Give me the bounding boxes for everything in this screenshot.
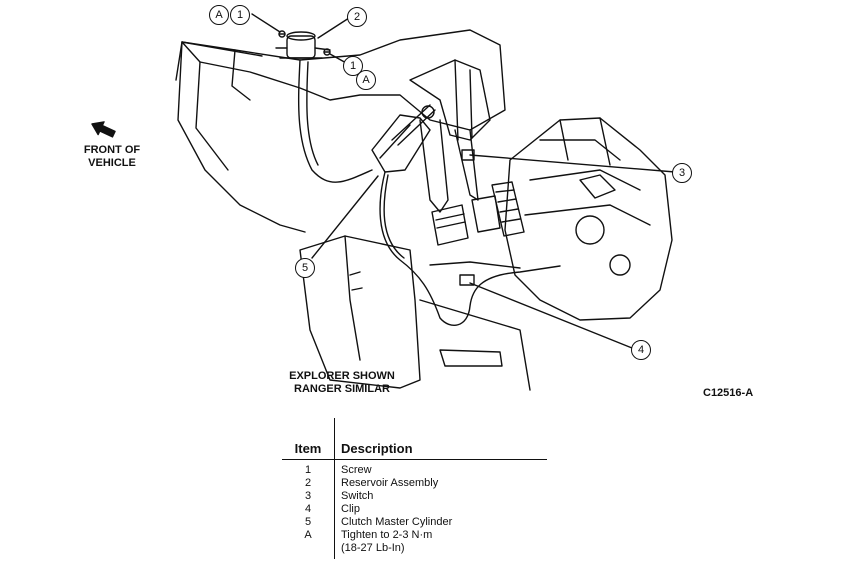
legend-item-number: 1: [282, 459, 335, 477]
callout-2: 2: [347, 7, 367, 27]
leader-1-top: [251, 13, 281, 33]
screw-right: [323, 48, 331, 56]
frame-rail: [299, 235, 421, 389]
caption-line-2: RANGER SIMILAR: [294, 383, 390, 395]
callout-1-right: 1: [343, 56, 363, 76]
reservoir-hose: [297, 59, 373, 183]
brake-pedal: [454, 129, 501, 233]
front-label-line-2: VEHICLE: [88, 157, 136, 169]
legend-header-description: Description: [341, 441, 413, 456]
legend-row: 5 Clutch Master Cylinder: [282, 516, 547, 529]
transmission: [504, 117, 673, 321]
legend-header-item: Item: [282, 418, 335, 460]
legend-item-description: Reservoir Assembly: [341, 477, 439, 489]
callout-4: 4: [631, 340, 651, 360]
front-direction-arrow-icon: [91, 121, 116, 138]
callout-3: 3: [672, 163, 692, 183]
hydraulic-line: [379, 171, 561, 326]
figure-code: C12516-A: [703, 387, 754, 399]
legend-item-number: 5: [282, 516, 335, 529]
reservoir-assembly: [275, 31, 331, 59]
legend-item-description: Tighten to 2-3 N·m (18-27 Lb-In): [335, 529, 548, 559]
pedal-bracket: [409, 59, 491, 141]
legend-torque-line-2: (18-27 Lb-In): [341, 542, 405, 554]
callout-a-right: A: [356, 70, 376, 90]
figure-caption: EXPLORER SHOWN RANGER SIMILAR: [262, 370, 422, 396]
line-clip: [459, 274, 475, 286]
callout-1-top: 1: [230, 5, 250, 25]
legend-item-description: Screw: [341, 464, 372, 476]
callout-5: 5: [295, 258, 315, 278]
front-label-line-1: FRONT OF: [83, 144, 141, 156]
legend-item-number: 3: [282, 490, 335, 503]
legend-header-row: Item Description: [282, 418, 547, 460]
legend-row: A Tighten to 2-3 N·m (18-27 Lb-In): [282, 529, 547, 559]
legend-row: 2 Reservoir Assembly: [282, 477, 547, 490]
leader-5: [311, 175, 379, 259]
leader-4: [469, 282, 633, 349]
legend-row: 4 Clip: [282, 503, 547, 516]
clutch-pedal: [419, 119, 469, 246]
clutch-system-illustration: [91, 13, 676, 391]
legend-item-number: 2: [282, 477, 335, 490]
legend-torque-line-1: Tighten to 2-3 N·m: [341, 529, 433, 541]
inner-fender: [177, 41, 306, 233]
caption-line-1: EXPLORER SHOWN: [289, 370, 395, 382]
legend-item-number: 4: [282, 503, 335, 516]
legend-item-description: Clutch Master Cylinder: [341, 516, 453, 528]
leader-2: [317, 17, 350, 39]
legend-item-description: Switch: [341, 490, 374, 502]
screw-upper: [278, 30, 286, 38]
callout-a-top: A: [209, 5, 229, 25]
front-of-vehicle-label: FRONT OF VEHICLE: [62, 144, 162, 170]
legend-item-description: Clip: [341, 503, 360, 515]
leader-3: [469, 154, 676, 173]
legend-table: Item Description 1 Screw 2 Reservoir Ass…: [282, 418, 547, 559]
legend-item-number: A: [282, 529, 335, 559]
legend-row: 1 Screw: [282, 459, 547, 477]
legend-row: 3 Switch: [282, 490, 547, 503]
